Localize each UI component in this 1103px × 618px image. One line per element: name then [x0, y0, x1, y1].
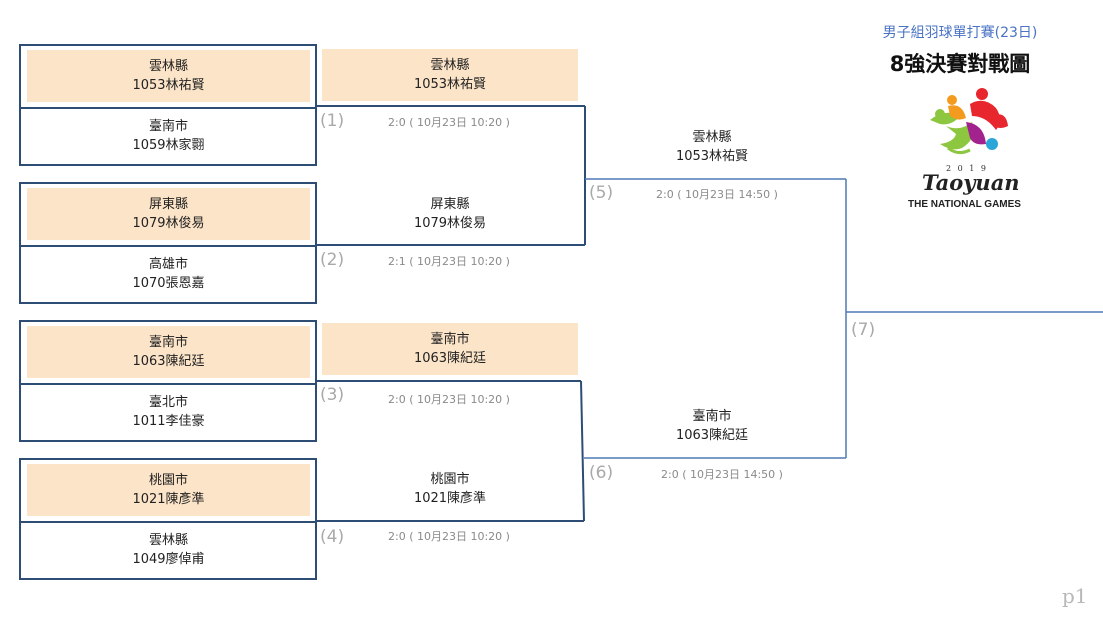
player-name: 1021陳彥準 [132, 492, 205, 507]
player-name: 1059林家翾 [132, 138, 205, 153]
team-county: 雲林縣 [148, 533, 188, 548]
match-score-5: 2:0 ( 10月23日 14:50 ) [656, 188, 778, 201]
final-slot-2: 臺南市 1063陳紀廷 [584, 400, 840, 452]
match-score-4: 2:0 ( 10月23日 10:20 ) [388, 530, 510, 543]
match-4-loser: 雲林縣 1049廖倬甫 [27, 524, 310, 576]
match-number-4: (4) [320, 527, 345, 547]
divider [21, 383, 315, 385]
logo-year: 2 0 1 9 [946, 164, 988, 173]
semifinal-slot-3: 臺南市 1063陳紀廷 [322, 323, 578, 375]
team-county: 屏東縣 [430, 197, 470, 212]
match-number-7: (7) [851, 320, 876, 340]
player-name: 1053林祐賢 [675, 149, 749, 164]
match-4-winner: 桃園市 1021陳彥準 [27, 464, 310, 516]
team-county: 桃園市 [148, 473, 188, 488]
team-county: 屏東縣 [148, 197, 188, 212]
match-number-1: (1) [320, 111, 345, 131]
team-county: 高雄市 [148, 257, 188, 272]
logo-caption: THE NATIONAL GAMES [908, 199, 1021, 210]
final-slot-1: 雲林縣 1053林祐賢 [584, 121, 840, 173]
divider [21, 245, 315, 247]
match-number-2: (2) [320, 250, 345, 270]
player-name: 1053林祐賢 [132, 78, 205, 93]
player-name: 1049廖倬甫 [132, 552, 205, 567]
match-score-6: 2:0 ( 10月23日 14:50 ) [661, 468, 783, 481]
player-name: 1079林俊易 [413, 216, 487, 231]
semifinal-slot-4: 桃園市 1021陳彥準 [322, 463, 578, 515]
player-name: 1070張恩嘉 [132, 276, 205, 291]
player-name: 1079林俊易 [132, 216, 205, 231]
match-number-6: (6) [589, 463, 614, 483]
event-subtitle: 男子組羽球單打賽(23日) [882, 25, 1038, 41]
player-name: 1011李佳豪 [132, 414, 205, 429]
divider [21, 107, 315, 109]
match-score-3: 2:0 ( 10月23日 10:20 ) [388, 393, 510, 406]
match-2-loser: 高雄市 1070張恩嘉 [27, 248, 310, 300]
bracket-title: 8強決賽對戰圖 [889, 52, 1031, 76]
match-2-winner: 屏東縣 1079林俊易 [27, 188, 310, 240]
match-score-2: 2:1 ( 10月23日 10:20 ) [388, 255, 510, 268]
player-name: 1063陳紀廷 [413, 351, 487, 366]
team-county: 雲林縣 [692, 130, 732, 145]
player-name: 1063陳紀廷 [675, 428, 749, 443]
match-1-loser: 臺南市 1059林家翾 [27, 110, 310, 162]
match-1-winner: 雲林縣 1053林祐賢 [27, 50, 310, 102]
games-emblem-icon [930, 88, 1008, 155]
logo-city: Taoyuan [922, 170, 1020, 195]
team-county: 臺南市 [692, 409, 732, 424]
first-round-match-3: 臺南市 1063陳紀廷 臺北市 1011李佳豪 [19, 320, 317, 442]
first-round-match-1: 雲林縣 1053林祐賢 臺南市 1059林家翾 [19, 44, 317, 166]
taoyuan-games-logo: 2 0 1 9 Taoyuan THE NATIONAL GAMES [900, 86, 1040, 212]
team-county: 臺南市 [430, 332, 470, 347]
team-county: 臺南市 [148, 119, 188, 134]
match-3-loser: 臺北市 1011李佳豪 [27, 386, 310, 438]
page-label: p1 [1062, 584, 1088, 608]
team-county: 雲林縣 [430, 58, 470, 73]
divider [21, 521, 315, 523]
player-name: 1053林祐賢 [413, 77, 487, 92]
first-round-match-2: 屏東縣 1079林俊易 高雄市 1070張恩嘉 [19, 182, 317, 304]
team-county: 臺北市 [148, 395, 188, 410]
match-3-winner: 臺南市 1063陳紀廷 [27, 326, 310, 378]
semifinal-slot-2: 屏東縣 1079林俊易 [322, 188, 578, 240]
team-county: 桃園市 [430, 472, 470, 487]
first-round-match-4: 桃園市 1021陳彥準 雲林縣 1049廖倬甫 [19, 458, 317, 580]
match-number-5: (5) [589, 183, 614, 203]
team-county: 雲林縣 [148, 59, 188, 74]
semifinal-slot-1: 雲林縣 1053林祐賢 [322, 49, 578, 101]
player-name: 1063陳紀廷 [132, 354, 205, 369]
player-name: 1021陳彥準 [413, 491, 487, 506]
match-score-1: 2:0 ( 10月23日 10:20 ) [388, 116, 510, 129]
match-number-3: (3) [320, 385, 345, 405]
team-county: 臺南市 [148, 335, 188, 350]
